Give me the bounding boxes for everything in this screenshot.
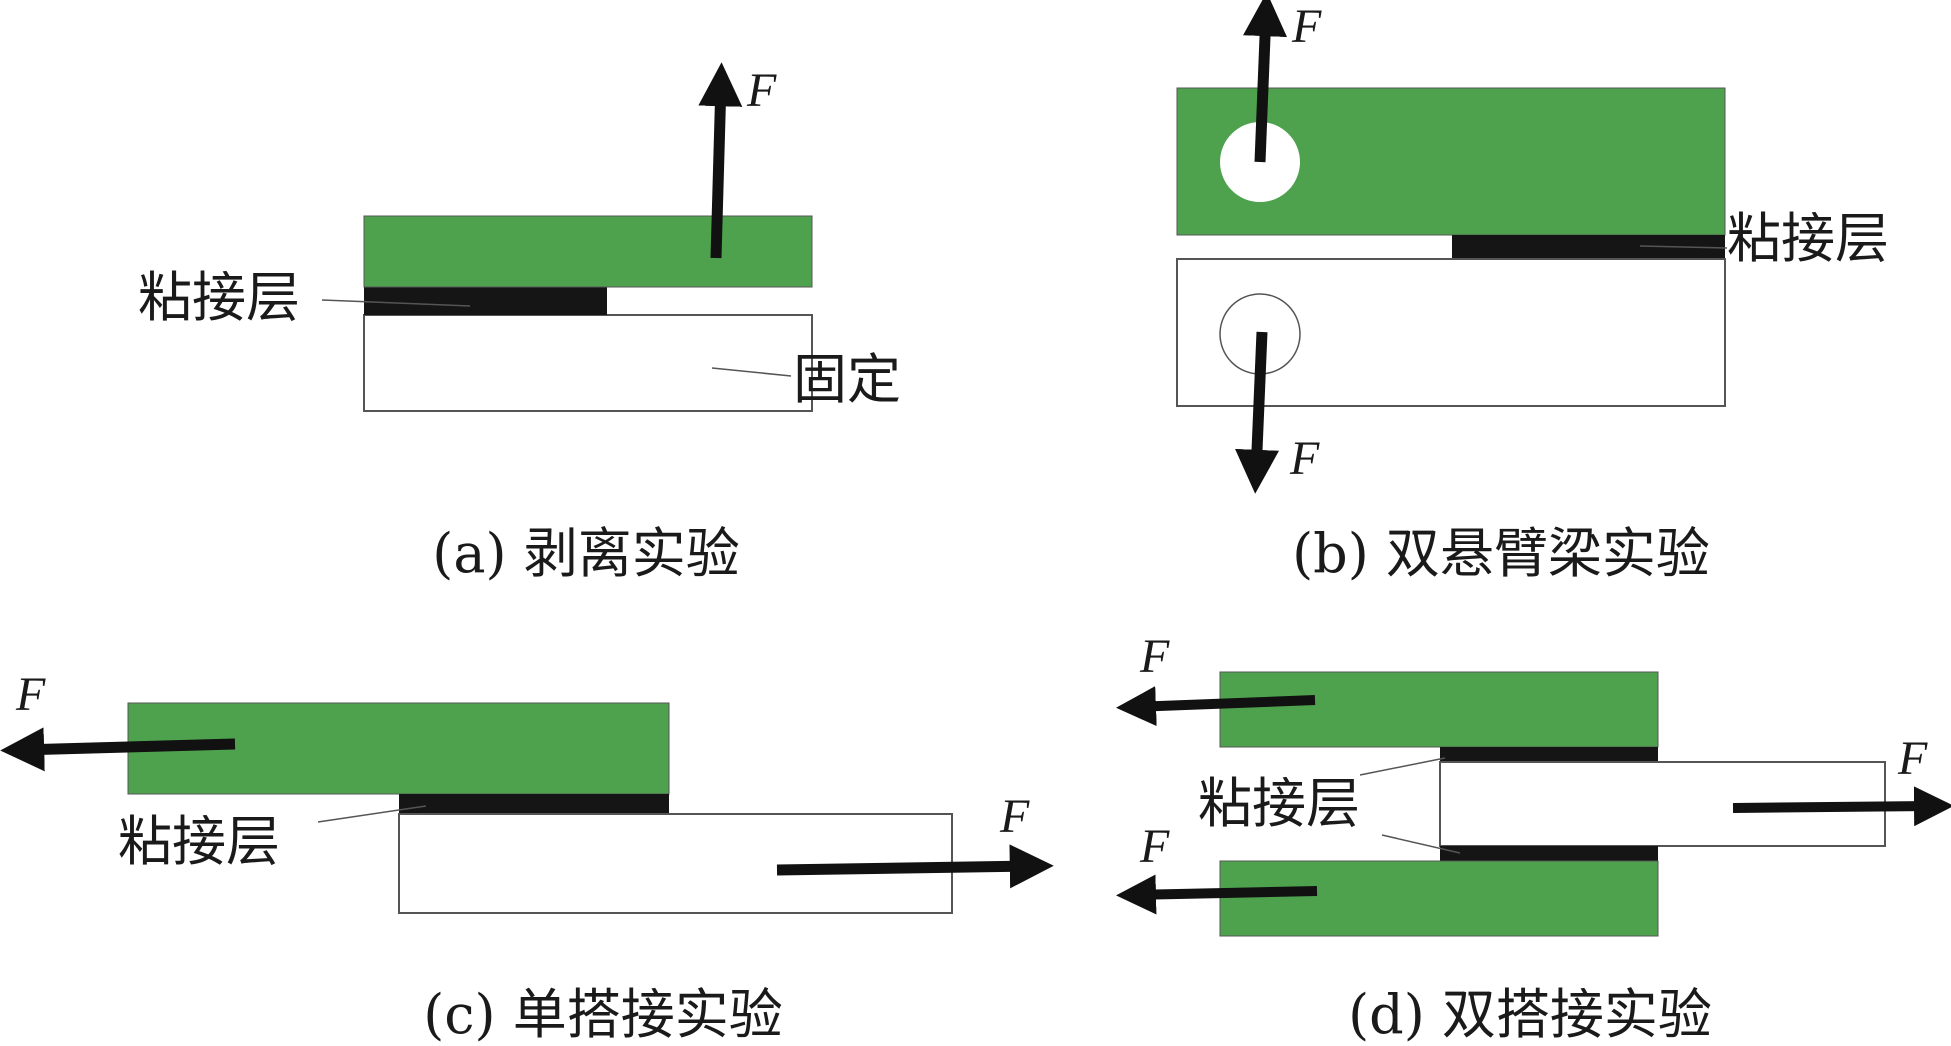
panel-a-fixed-substrate	[363, 314, 813, 412]
panel-d-right-force-label: F	[1897, 732, 1928, 785]
panel-a-force-label: F	[746, 64, 777, 117]
panel-c-left-force-arrow	[0, 727, 236, 772]
panel-a-adhesive-leader	[321, 299, 471, 307]
panel-a-caption: (a) 剥离实验	[432, 522, 740, 585]
panel-b-adhesive-leader	[1639, 245, 1728, 249]
panel-d-double-lap-test: F F F 粘接层 (d) 双搭接实验	[1116, 630, 1951, 1046]
panel-b-top-force-arrow	[1243, 0, 1288, 163]
panel-c-caption: (c) 单搭接实验	[423, 983, 783, 1046]
panel-b-bottom-force-arrow	[1235, 331, 1280, 494]
panel-c-adhesive-leader	[317, 805, 427, 823]
panel-d-bottom-adhesive-leader	[1381, 834, 1461, 854]
panel-c-right-force-arrow	[776, 844, 1054, 889]
panel-d-bottom-left-force-arrow	[1116, 874, 1318, 915]
panel-c-right-force-label: F	[999, 790, 1030, 843]
panel-b-adhesive-label: 粘接层	[1727, 207, 1889, 270]
panel-b-caption: (b) 双悬臂梁实验	[1292, 522, 1710, 585]
panel-c-left-force-label: F	[15, 668, 46, 721]
panel-d-top-adhesive-leader	[1359, 757, 1446, 776]
panel-b-double-cantilever-beam-test: F F 粘接层 (b) 双悬臂梁实验	[1176, 0, 1889, 585]
panel-d-right-force-arrow	[1732, 786, 1951, 827]
panel-d-top-left-force-label: F	[1139, 630, 1170, 683]
panel-d-bottom-adhesive-layer	[1440, 846, 1658, 861]
panel-d-bottom-left-force-label: F	[1139, 820, 1170, 873]
panel-a-fixed-leader	[711, 367, 792, 377]
panel-d-top-green-adherend	[1219, 671, 1659, 748]
panel-d-adhesive-label: 粘接层	[1198, 772, 1360, 835]
panel-a-green-adherend	[363, 215, 813, 288]
panel-d-caption: (d) 双搭接实验	[1348, 983, 1712, 1046]
panel-d-top-left-force-arrow	[1116, 686, 1316, 727]
panel-b-bottom-force-label: F	[1289, 432, 1320, 485]
panel-a-force-arrow	[698, 62, 743, 259]
panel-c-adhesive-layer	[399, 794, 669, 814]
panel-a-peel-test: F 粘接层 固定 (a) 剥离实验	[138, 62, 901, 585]
panel-c-adhesive-label: 粘接层	[118, 810, 280, 873]
panel-d-bottom-green-adherend	[1219, 860, 1659, 937]
panel-a-fixed-label: 固定	[793, 348, 901, 411]
panel-d-top-adhesive-layer	[1440, 747, 1658, 762]
panel-a-adhesive-layer	[364, 287, 607, 315]
panel-b-top-force-label: F	[1291, 0, 1322, 53]
panel-a-adhesive-label: 粘接层	[138, 266, 300, 329]
panel-c-single-lap-test: F F 粘接层 (c) 单搭接实验	[0, 668, 1054, 1046]
